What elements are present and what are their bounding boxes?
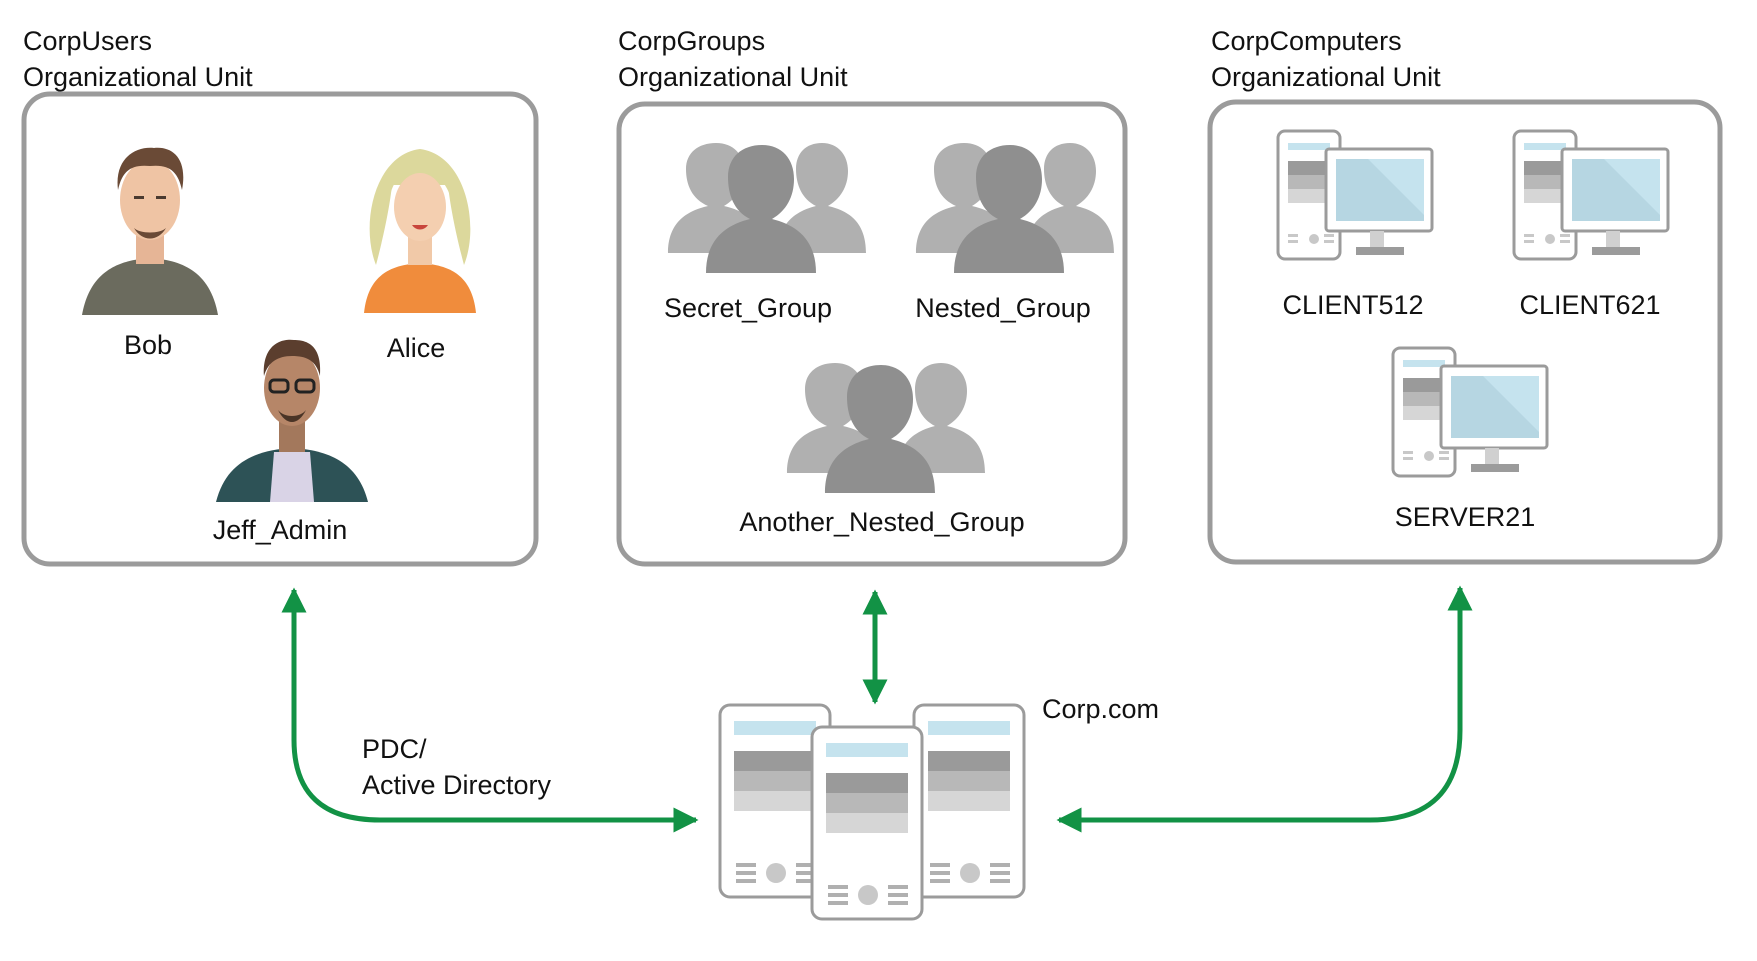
dc-server-center-icon — [810, 725, 924, 921]
computers-ou-name: CorpComputers — [1211, 26, 1402, 56]
computers-ou-type: Organizational Unit — [1211, 62, 1441, 92]
group-label-nested-group: Nested_Group — [915, 293, 1091, 323]
user-label-jeff-admin: Jeff_Admin — [212, 515, 348, 545]
dc-role-line2: Active Directory — [362, 770, 552, 800]
dc-server-right-icon — [912, 703, 1026, 899]
domain-name-label: Corp.com — [1042, 694, 1160, 724]
users-link-arrow — [281, 587, 699, 833]
users-ou-title: CorpUsers Organizational Unit — [23, 23, 253, 95]
users-ou-name: CorpUsers — [23, 26, 153, 56]
dc-role-label: PDC/ Active Directory — [362, 731, 551, 803]
computer-label-server21: SERVER21 — [1394, 502, 1536, 532]
computers-link-arrow — [1056, 585, 1473, 833]
groups-ou-type: Organizational Unit — [618, 62, 848, 92]
alice-avatar-icon — [364, 149, 476, 313]
bob-avatar-icon — [82, 147, 218, 315]
group-label-another-nested-group: Another_Nested_Group — [739, 507, 1025, 537]
groups-ou-title: CorpGroups Organizational Unit — [618, 23, 848, 95]
user-label-bob: Bob — [123, 330, 173, 360]
groups-ou-name: CorpGroups — [618, 26, 766, 56]
dc-role-line1: PDC/ — [362, 734, 427, 764]
group-label-secret-group: Secret_Group — [663, 293, 833, 323]
computers-ou-title: CorpComputers Organizational Unit — [1211, 23, 1441, 95]
jeff-admin-avatar-icon — [216, 339, 368, 502]
computer-label-client512: CLIENT512 — [1282, 290, 1424, 320]
computer-label-client621: CLIENT621 — [1519, 290, 1661, 320]
user-label-alice: Alice — [386, 333, 446, 363]
users-ou-type: Organizational Unit — [23, 62, 253, 92]
